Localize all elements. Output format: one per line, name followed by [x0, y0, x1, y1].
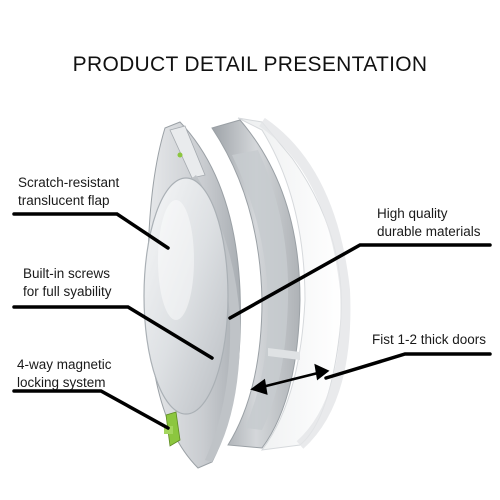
rim-dot — [177, 152, 183, 158]
leader-lock — [12, 389, 170, 430]
callout-screws: Built-in screws for full syability — [23, 265, 112, 301]
tunnel-slot — [268, 348, 300, 360]
double-arrow-icon — [250, 363, 330, 395]
callout-doors-line1: Fist 1-2 thick doors — [372, 332, 487, 347]
callout-lock: 4-way magnetic locking system — [17, 356, 112, 392]
callout-materials: High quality durable materials — [377, 205, 481, 241]
front-rim-cheek — [190, 175, 241, 462]
leader-flap — [12, 212, 170, 250]
callout-screws-line1: Built-in screws — [23, 266, 111, 281]
callout-materials-line2: durable materials — [377, 224, 481, 239]
flap-highlight — [158, 200, 194, 320]
callout-flap-line1: Scratch-resistant — [18, 175, 120, 190]
leader-doors — [324, 352, 492, 380]
leader-screws — [12, 305, 214, 360]
tunnel-inner — [232, 150, 289, 430]
page-title: PRODUCT DETAIL PRESENTATION — [72, 53, 428, 76]
callout-flap-line2: translucent flap — [18, 193, 110, 208]
callout-lock-line2: locking system — [17, 375, 106, 390]
leader-materials — [228, 243, 492, 320]
callout-doors: Fist 1-2 thick doors — [372, 331, 486, 349]
callout-materials-line1: High quality — [377, 206, 448, 221]
front-rim-tab — [169, 125, 206, 179]
callout-flap: Scratch-resistant translucent flap — [18, 174, 119, 210]
lock-knob-tip — [164, 426, 173, 434]
back-frame-edge — [259, 117, 351, 449]
callout-screws-line2: for full syability — [23, 284, 112, 299]
callout-lock-line1: 4-way magnetic — [17, 357, 112, 372]
